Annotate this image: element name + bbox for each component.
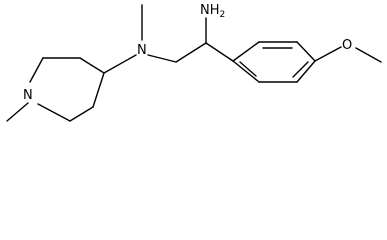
bond (92, 72, 105, 108)
piperidine-ring (29, 57, 105, 122)
double-bond (239, 61, 257, 77)
o-methyl-bond (355, 47, 382, 63)
n-methyl-bond (6, 102, 29, 122)
bond (79, 57, 105, 74)
bond (232, 60, 260, 83)
bond (69, 106, 94, 122)
tertiary-amine-n: N (137, 43, 147, 58)
bond (314, 46, 342, 62)
bond (175, 42, 207, 63)
amine-label: NH2 (200, 3, 225, 20)
bond (296, 60, 316, 83)
structure-diagram: NH2 N N O (6, 3, 382, 122)
bond (205, 42, 234, 62)
amine-n: N (200, 3, 210, 18)
amine-h: H (210, 3, 220, 18)
amine-h-count: 2 (220, 10, 226, 20)
bond (147, 54, 177, 63)
bond (103, 54, 137, 74)
bond (37, 103, 71, 122)
piperidine-n: N (23, 88, 33, 103)
benzene-ring (232, 41, 316, 83)
bond (296, 41, 316, 62)
double-bond (292, 61, 309, 78)
bond (232, 41, 260, 62)
ether-oxygen: O (342, 38, 352, 53)
bond (29, 57, 44, 83)
